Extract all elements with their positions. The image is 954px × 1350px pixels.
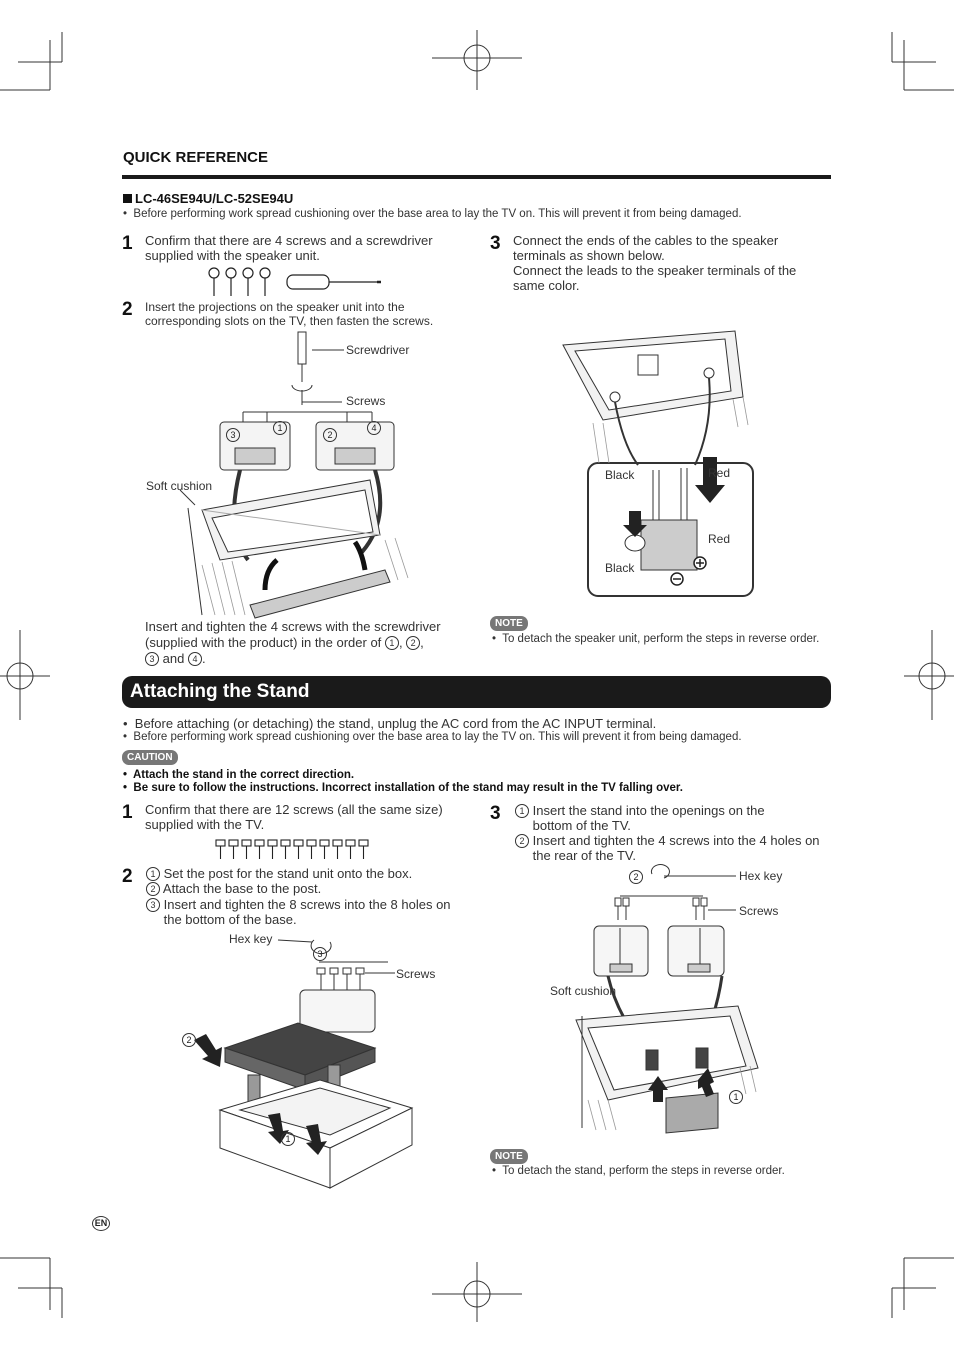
order-marker: 2 bbox=[629, 870, 643, 884]
screw-icon bbox=[267, 839, 278, 859]
stand-bullet: • Before performing work spread cushioni… bbox=[123, 731, 742, 743]
stand-bullet: • Before attaching (or detaching) the st… bbox=[123, 716, 657, 731]
hex-key-label: Hex key bbox=[229, 932, 273, 946]
screws-label: Screws bbox=[739, 904, 779, 918]
screw-order-note: Insert and tighten the 4 screws with the… bbox=[145, 619, 441, 666]
order-marker: 3 bbox=[313, 947, 327, 961]
soft-cushion-label: Soft cushion bbox=[550, 984, 617, 998]
step-text: Confirm that there are 4 screws and a sc… bbox=[145, 233, 433, 263]
language-badge: EN bbox=[92, 1216, 110, 1231]
twelve-screws-illustration bbox=[215, 839, 369, 859]
screws-label: Screws bbox=[396, 967, 436, 981]
terminal-label-black: Black bbox=[605, 561, 635, 575]
hex-key-label: Hex key bbox=[739, 869, 783, 883]
step-number: 2 bbox=[122, 866, 133, 887]
screw-icon bbox=[242, 267, 254, 296]
step-text: Connect the ends of the cables to the sp… bbox=[513, 233, 797, 293]
screw-icon bbox=[280, 839, 291, 859]
screws-label: Screws bbox=[346, 394, 386, 408]
step-substep: 1 Set the post for the stand unit onto t… bbox=[146, 866, 466, 881]
screw-icon bbox=[332, 839, 343, 859]
screw-icon bbox=[254, 839, 265, 859]
cable-label-black: Black bbox=[605, 468, 635, 482]
order-marker: 1 bbox=[281, 1132, 295, 1146]
square-bullet-icon bbox=[123, 194, 132, 203]
stand-section-banner: Attaching the Stand bbox=[122, 676, 831, 708]
screw-icon bbox=[293, 839, 304, 859]
screw-icon bbox=[208, 267, 220, 296]
order-marker: 3 bbox=[226, 428, 240, 442]
stand-attach-illustration bbox=[575, 864, 759, 1134]
caution-badge: CAUTION bbox=[122, 750, 178, 765]
order-marker: 2 bbox=[182, 1033, 196, 1047]
section-rule bbox=[122, 175, 831, 179]
screw-icon bbox=[306, 839, 317, 859]
screw-icon bbox=[259, 267, 271, 296]
screw-icon bbox=[228, 839, 239, 859]
step-text: Insert the projections on the speaker un… bbox=[145, 300, 434, 328]
step-text: Confirm that there are 12 screws (all th… bbox=[145, 802, 443, 832]
screws-and-screwdriver-illustration bbox=[208, 267, 381, 296]
screw-icon bbox=[215, 839, 226, 859]
speaker-attach-illustration bbox=[179, 331, 409, 619]
step-number: 2 bbox=[122, 299, 133, 320]
step-number: 3 bbox=[490, 233, 501, 254]
screw-icon bbox=[241, 839, 252, 859]
note-badge: NOTE bbox=[490, 1149, 528, 1164]
screwdriver-icon bbox=[286, 274, 381, 290]
quickref-bullet: • Before performing work spread cushioni… bbox=[123, 208, 742, 220]
note-text: • To detach the stand, perform the steps… bbox=[492, 1165, 785, 1177]
screw-icon bbox=[225, 267, 237, 296]
terminal-label-red: Red bbox=[708, 532, 731, 546]
order-marker: 1 bbox=[729, 1090, 743, 1104]
step-substep: 2 Insert and tighten the 4 screws into t… bbox=[515, 833, 825, 863]
soft-cushion-label: Soft cushion bbox=[146, 479, 213, 493]
screw-icon bbox=[345, 839, 356, 859]
order-marker: 4 bbox=[367, 421, 381, 435]
speaker-cable-illustration bbox=[562, 330, 754, 597]
note-text: • To detach the speaker unit, perform th… bbox=[492, 633, 820, 645]
note-badge: NOTE bbox=[490, 616, 528, 631]
caution-text: • Be sure to follow the instructions. In… bbox=[123, 782, 683, 794]
step-number: 1 bbox=[122, 233, 133, 254]
screw-icon bbox=[358, 839, 369, 859]
model-heading: LC-46SE94U/LC-52SE94U bbox=[123, 191, 293, 206]
step-substep: 2 Attach the base to the post. bbox=[146, 881, 466, 896]
step-number: 1 bbox=[122, 802, 133, 823]
step-substep: 1 Insert the stand into the openings on … bbox=[515, 803, 825, 833]
cable-label-red: Red bbox=[708, 466, 731, 480]
step-substep: 3 Insert and tighten the 8 screws into t… bbox=[146, 897, 466, 927]
stand-base-illustration bbox=[194, 939, 414, 1189]
screwdriver-label: Screwdriver bbox=[346, 343, 410, 357]
order-marker: 2 bbox=[323, 428, 337, 442]
section-title: QUICK REFERENCE bbox=[123, 149, 269, 166]
caution-text: • Attach the stand in the correct direct… bbox=[123, 769, 355, 781]
screw-icon bbox=[319, 839, 330, 859]
step-number: 3 bbox=[490, 803, 501, 824]
order-marker: 1 bbox=[273, 421, 287, 435]
